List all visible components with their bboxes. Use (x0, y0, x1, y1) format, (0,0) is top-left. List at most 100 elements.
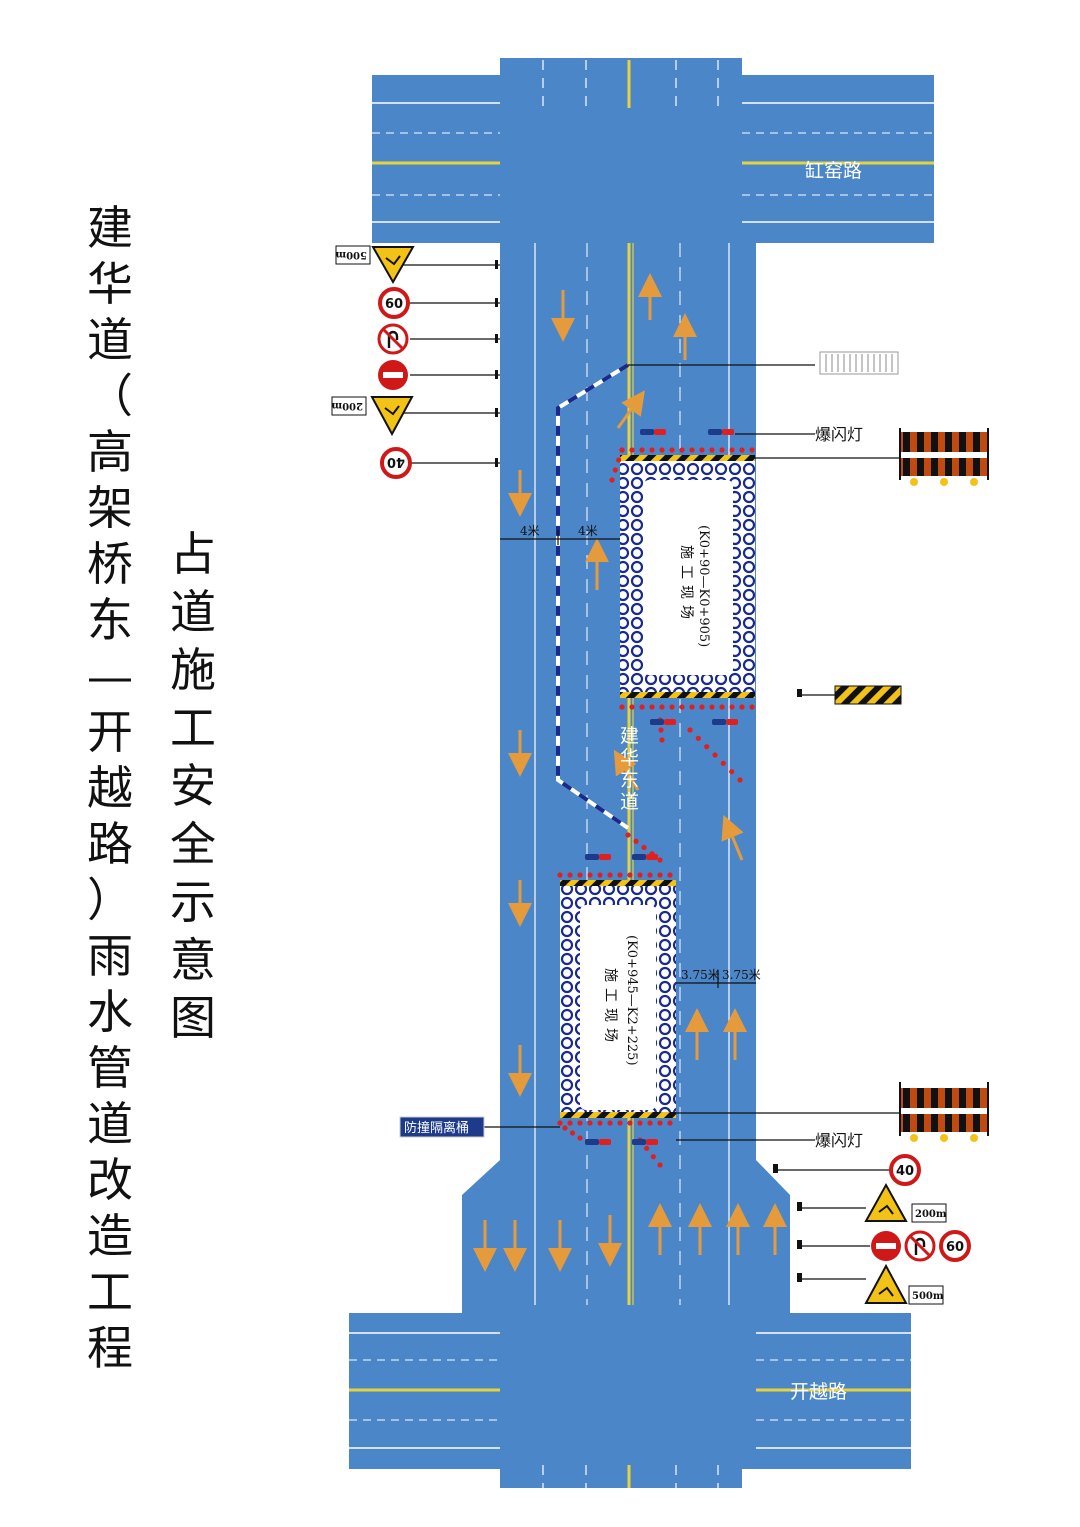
lane-arrow (613, 749, 640, 791)
title-char: 工 (87, 1265, 133, 1319)
title-char: 开 (87, 705, 133, 759)
cone (712, 752, 718, 758)
cone (597, 872, 603, 878)
dim-375-b: 3.75米 (722, 968, 761, 982)
title-char: 东 (87, 593, 133, 647)
cone (669, 704, 675, 710)
cone (699, 447, 705, 453)
cone (637, 872, 643, 878)
title-char: 道 (170, 585, 216, 639)
flash-light (650, 719, 664, 725)
svg-text:东: 东 (620, 769, 639, 791)
title-char: 路 (87, 817, 133, 871)
cone (649, 447, 655, 453)
cone (657, 1162, 663, 1168)
svg-text:防撞隔离桶: 防撞隔离桶 (404, 1120, 469, 1136)
title-char: 工 (170, 701, 216, 755)
cone (557, 1120, 563, 1126)
road-surface (349, 58, 934, 1488)
cone (659, 737, 665, 743)
cone (679, 447, 685, 453)
cone (617, 872, 623, 878)
cone (562, 1125, 568, 1131)
no-entry-sign-bottom (871, 1231, 901, 1261)
flash-light (722, 429, 734, 435)
flash-light (585, 854, 599, 860)
flash-light (646, 1139, 658, 1145)
cone (657, 857, 663, 863)
speed-limit-60-top: 60 (378, 287, 410, 319)
cone (667, 1120, 673, 1126)
cone (720, 760, 726, 766)
cone (616, 457, 622, 463)
speed-limit-40-bottom: 40 (889, 1154, 921, 1186)
cone (667, 872, 673, 878)
cone (695, 735, 701, 741)
site1-label: 施工现场 (678, 545, 694, 625)
cone (659, 704, 665, 710)
title-char: 水 (87, 985, 133, 1039)
flash-light-label-bottom: 爆闪灯 (676, 1131, 863, 1150)
svg-text:道: 道 (620, 791, 639, 813)
warning-sign-200-top: 200m (331, 396, 414, 437)
title-char: 道 (87, 1097, 133, 1151)
cone (612, 467, 618, 473)
cone (650, 1154, 656, 1160)
cone (739, 447, 745, 453)
cone (577, 872, 583, 878)
cone (729, 704, 735, 710)
cone (749, 447, 755, 453)
speed-limit-40-top: 40 (380, 447, 412, 479)
title-char: 意 (170, 933, 216, 987)
cone (658, 727, 664, 733)
svg-text:华: 华 (620, 747, 639, 769)
construction-site-2: 施工现场 (K0+945—K2+225) (560, 880, 676, 1118)
lane-arrow (721, 814, 744, 861)
cone (607, 872, 613, 878)
flash-light (726, 719, 738, 725)
cone (567, 1120, 573, 1126)
bottom-widening (462, 1160, 790, 1305)
title-char: 道 (87, 313, 133, 367)
title-char: 程 (87, 1321, 133, 1375)
flash-light (712, 719, 726, 725)
cone (729, 447, 735, 453)
dim-4m-a: 4米 (520, 524, 540, 538)
cone (709, 447, 715, 453)
no-u-turn-sign-bottom (904, 1230, 936, 1262)
warning-sign-500-top: 500m (335, 245, 415, 285)
cone (629, 704, 635, 710)
dim-375-a: 3.75米 (681, 968, 720, 982)
flash-light (632, 854, 646, 860)
svg-text:爆闪灯: 爆闪灯 (815, 425, 863, 444)
title-char: 图 (170, 991, 216, 1045)
cone (749, 704, 755, 710)
road-name-top: 缸窑路 (805, 160, 862, 182)
construction-site-1: 施工现场 (K0+90—K0+905) (620, 455, 755, 698)
cone (597, 1120, 603, 1126)
cone (647, 872, 653, 878)
title-char: 越 (87, 761, 133, 815)
cone (627, 1120, 633, 1126)
flash-light-label-top: 爆闪灯 (735, 425, 863, 444)
cone (625, 832, 631, 838)
site1-range: (K0+90—K0+905) (696, 525, 711, 647)
warning-sign-500-bottom: 500m (864, 1263, 944, 1305)
cone (649, 704, 655, 710)
title-char: 示 (170, 875, 216, 929)
title-char: 高 (87, 425, 133, 479)
cone (729, 769, 735, 775)
title-char: 造 (87, 1209, 133, 1263)
site2-range: (K0+945—K2+225) (624, 935, 639, 1066)
barrier-top (755, 428, 989, 486)
pole-marks-left (495, 260, 498, 467)
title-char: （ (87, 369, 133, 423)
cone (577, 1120, 583, 1126)
title-char: 架 (87, 481, 133, 535)
svg-text:500m: 500m (912, 1291, 944, 1302)
cone (641, 844, 647, 851)
title-char: 雨 (87, 929, 133, 983)
main-road-widening (742, 243, 756, 1305)
svg-text:40: 40 (387, 454, 405, 469)
